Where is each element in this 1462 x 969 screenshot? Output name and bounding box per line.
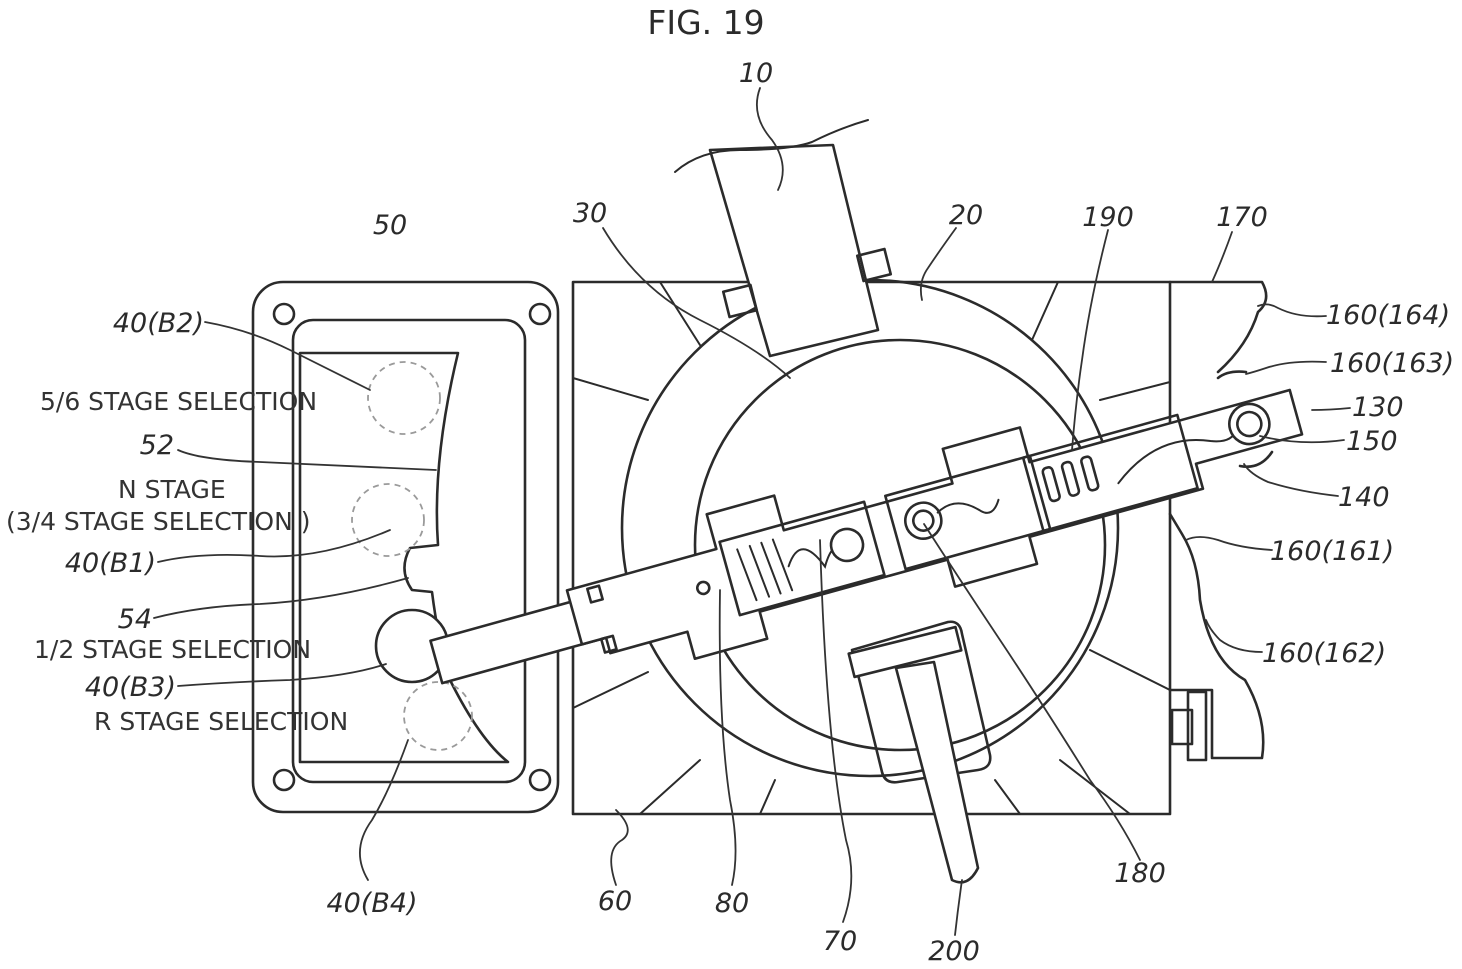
label-160-161: 160(161)	[1270, 536, 1394, 567]
label-160-164: 160(164)	[1326, 300, 1450, 331]
label-140: 140	[1338, 482, 1390, 513]
label-10: 10	[739, 58, 773, 89]
label-40-b1: 40(B1)	[65, 548, 156, 579]
label-54: 54	[118, 604, 152, 635]
select-lever	[429, 388, 1304, 685]
figure-title: FIG. 19	[647, 3, 764, 42]
lever-200	[894, 660, 980, 884]
label-70: 70	[823, 926, 857, 957]
roller-163	[1216, 370, 1248, 380]
lower-block	[847, 620, 992, 884]
label-40-b3: 40(B3)	[85, 672, 176, 703]
caption-5-6-stage: 5/6 STAGE SELECTION	[40, 387, 317, 416]
label-180: 180	[1114, 858, 1166, 889]
label-190: 190	[1082, 202, 1134, 233]
label-160-162: 160(162)	[1262, 638, 1386, 669]
label-40-b2: 40(B2)	[113, 308, 204, 339]
caption-3-4-stage: (3/4 STAGE SELECTION )	[6, 507, 310, 536]
reference-labels: 10 20 30 50 190 170 160(164) 160(163) 13…	[65, 58, 1454, 967]
label-60: 60	[598, 886, 632, 917]
stage-positions	[351, 361, 473, 751]
label-50: 50	[373, 210, 407, 241]
label-200: 200	[928, 936, 980, 967]
label-150: 150	[1346, 426, 1398, 457]
roller-140	[1238, 450, 1274, 468]
label-130: 130	[1352, 392, 1404, 423]
break-line	[674, 119, 869, 173]
caption-r-stage: R STAGE SELECTION	[94, 707, 348, 736]
leader-lines	[153, 87, 1351, 936]
label-80: 80	[715, 888, 749, 919]
shaft	[708, 143, 893, 358]
caption-n-stage: N STAGE	[118, 475, 226, 504]
caption-1-2-stage: 1/2 STAGE SELECTION	[34, 635, 311, 664]
label-52: 52	[140, 430, 174, 461]
label-40-b4: 40(B4)	[326, 888, 417, 919]
stage-captions: 5/6 STAGE SELECTION N STAGE (3/4 STAGE S…	[6, 387, 348, 736]
label-160-163: 160(163)	[1330, 348, 1454, 379]
right-bracket	[1168, 280, 1268, 762]
label-20: 20	[949, 200, 983, 231]
label-30: 30	[573, 198, 607, 229]
label-170: 170	[1216, 202, 1268, 233]
